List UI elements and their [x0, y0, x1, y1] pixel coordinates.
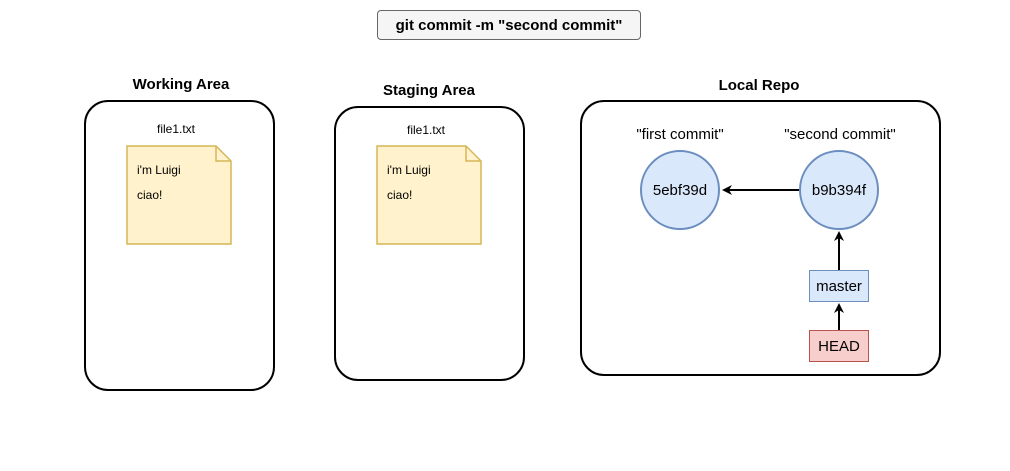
git-command-label: git commit -m "second commit"	[377, 10, 641, 40]
local-repo-title: Local Repo	[718, 77, 800, 94]
commit-node-second: b9b394f	[799, 150, 879, 230]
staging-area-title: Staging Area	[383, 82, 475, 99]
commit-message-first: "first commit"	[636, 126, 724, 143]
branch-master-label: master	[809, 270, 869, 302]
head-pointer-label: HEAD	[809, 330, 869, 362]
local-repo-box	[580, 100, 941, 376]
file-line-1: i'm Luigi	[387, 163, 431, 177]
working-file-name: file1.txt	[156, 122, 195, 136]
note-shape	[376, 145, 482, 245]
staging-file-note: i'm Luigi ciao!	[376, 145, 482, 245]
working-file-note: i'm Luigi ciao!	[126, 145, 232, 245]
file-line-2: ciao!	[387, 188, 413, 202]
file-line-2: ciao!	[137, 188, 163, 202]
commit-message-second: "second commit"	[784, 126, 896, 143]
working-area-title: Working Area	[132, 76, 230, 93]
note-shape	[126, 145, 232, 245]
file-line-1: i'm Luigi	[137, 163, 181, 177]
staging-file-name: file1.txt	[406, 123, 445, 137]
working-area-box	[84, 100, 275, 391]
commit-node-first: 5ebf39d	[640, 150, 720, 230]
